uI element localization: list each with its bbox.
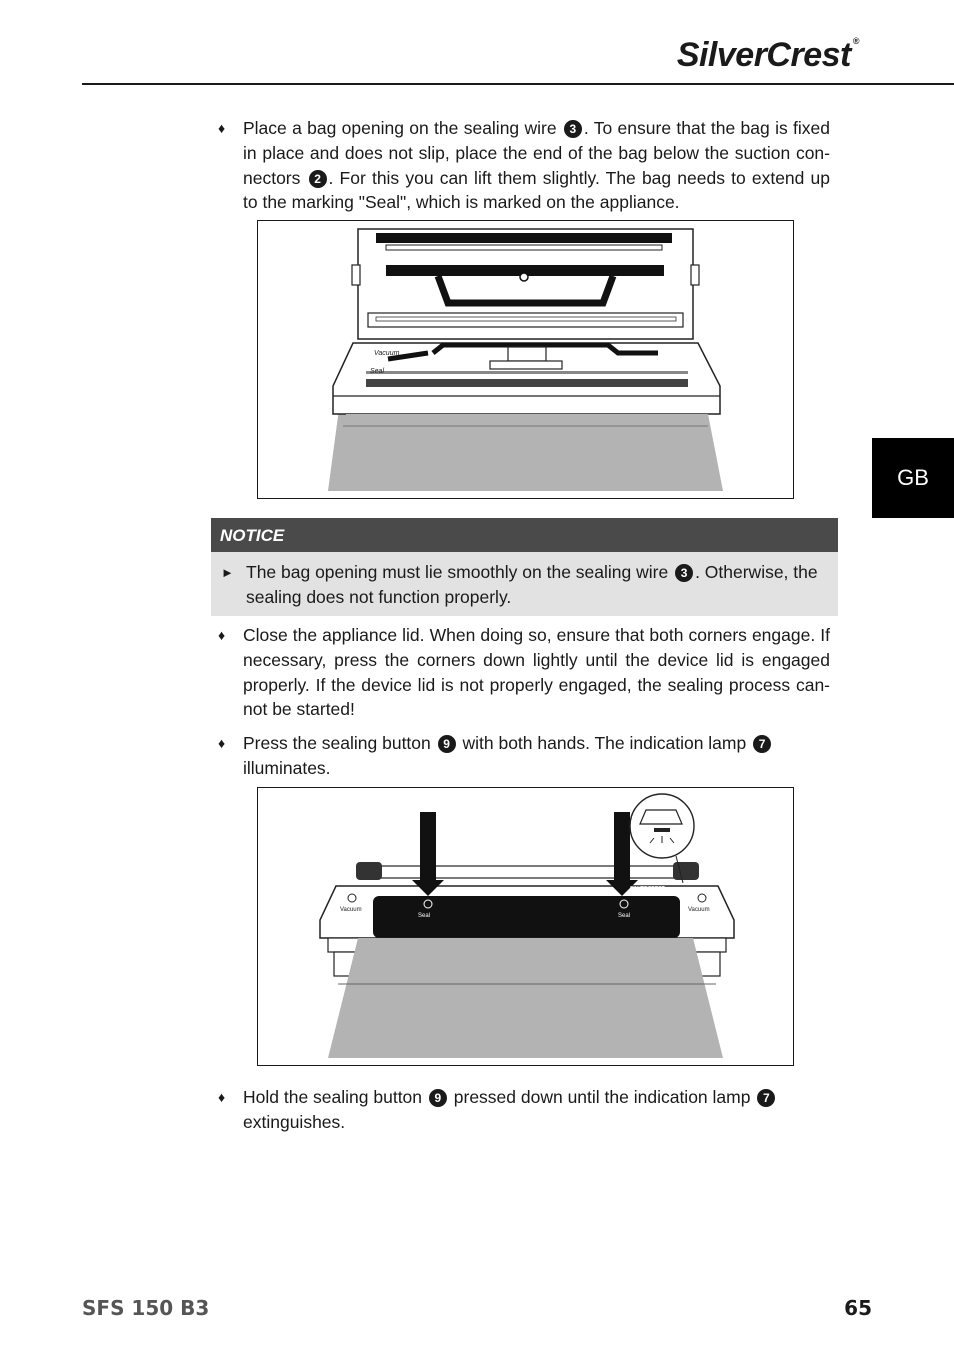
seal-marking-label: Seal: [370, 368, 384, 375]
instruction-text: Press the sealing button 9 with both han…: [243, 731, 830, 781]
instruction-text: Close the appliance lid. When doing so, …: [243, 625, 830, 720]
notice-body: ► The bag opening must lie smoothly on t…: [211, 552, 838, 616]
appliance-closed-illustration: Vacuum Seal Seal Vacuum SILVERCREST: [319, 793, 735, 1058]
instruction-text: Place a bag opening on the sealing wire …: [243, 118, 831, 213]
header-rule: [82, 83, 954, 85]
notice-box: NOTICE ► The bag opening must lie smooth…: [211, 518, 838, 616]
callout-number: 3: [675, 564, 694, 582]
callout-number: 9: [437, 735, 456, 753]
notice-text: The bag opening must lie smoothly on the…: [246, 562, 818, 607]
instruction-text: Hold the sealing button 9 pressed down u…: [243, 1085, 830, 1135]
callout-number: 7: [753, 735, 772, 753]
vacuum-label-right: Vacuum: [688, 907, 710, 913]
notice-arrow-icon: ►: [221, 565, 234, 580]
instruction-item: ♦ Close the appliance lid. When doing so…: [218, 623, 830, 722]
instruction-item: ♦ Press the sealing button 9 with both h…: [218, 731, 830, 781]
bullet-marker: ♦: [218, 627, 226, 643]
seal-label-left: Seal: [418, 913, 430, 919]
appliance-open-illustration: Vacuum Seal: [328, 228, 723, 491]
notice-title: NOTICE: [211, 518, 838, 552]
language-tab: GB: [872, 438, 954, 518]
language-tab-label: GB: [897, 465, 929, 490]
callout-number: 7: [757, 1089, 776, 1107]
vacuum-label-left: Vacuum: [340, 907, 362, 913]
vacuum-marking-label: Vacuum: [374, 350, 400, 357]
footer-page-number: 65: [844, 1296, 872, 1320]
callout-number: 3: [563, 120, 582, 138]
callout-number: 2: [308, 169, 327, 188]
footer-model-number: SFS 150 B3: [82, 1296, 210, 1320]
brand-logo: SilverCrest®: [676, 36, 860, 74]
bullet-marker: ♦: [218, 120, 226, 136]
instruction-item: ♦ Hold the sealing button 9 pressed down…: [218, 1085, 830, 1135]
figure-bag-placement: Vacuum Seal: [257, 220, 794, 499]
bullet-marker: ♦: [218, 1089, 226, 1105]
appliance-brand-label: SILVERCREST: [630, 886, 665, 892]
figure-press-sealing: Vacuum Seal Seal Vacuum SILVERCREST: [257, 787, 794, 1066]
bullet-marker: ♦: [218, 735, 226, 751]
seal-label-right: Seal: [618, 913, 630, 919]
instruction-item: ♦ Place a bag opening on the sealing wir…: [218, 116, 830, 215]
callout-number: 9: [428, 1089, 447, 1107]
